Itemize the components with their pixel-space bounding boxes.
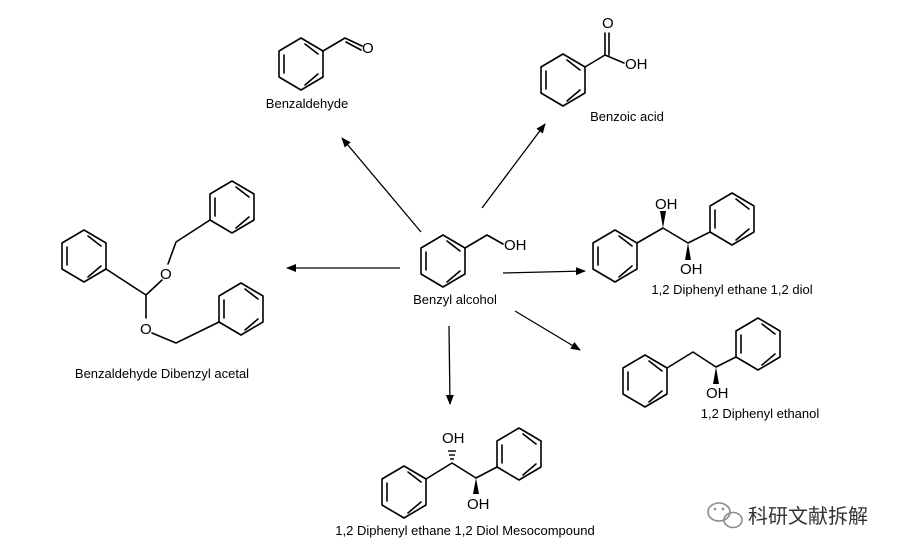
meso-hydroxyl-atom-2: OH [467, 496, 490, 513]
diol-hydroxyl-atom-1: OH [655, 196, 678, 213]
acetal-oxygen-atom-1: O [160, 266, 172, 283]
benzoic-acid-structure: O OH [540, 15, 648, 107]
meso-wedge-bond [473, 478, 479, 494]
meso-diol-label: 1,2 Diphenyl ethane 1,2 Diol Mesocompoun… [335, 523, 594, 538]
benzyl-alcohol-label: Benzyl alcohol [413, 292, 497, 307]
benzaldehyde-label: Benzaldehyde [266, 96, 348, 111]
diol-hydroxyl-atom-2: OH [680, 261, 703, 278]
arrow-to-benzoic-acid [481, 123, 546, 209]
acetal-oxygen-atom-2: O [140, 321, 152, 338]
wechat-icon [707, 502, 743, 529]
dibenzyl-acetal-label: Benzaldehyde Dibenzyl acetal [75, 366, 249, 381]
ethanol-wedge-bond [713, 367, 719, 384]
arrow-to-diphenyl-diol [502, 267, 586, 276]
diol-wedge-bond-1 [660, 211, 666, 228]
meso-diol-structure: OH OH [381, 427, 542, 519]
ethanol-hydroxyl-atom: OH [706, 385, 729, 402]
benzoic-acid-label: Benzoic acid [590, 109, 664, 124]
diphenyl-ethanol-structure: OH [622, 317, 781, 408]
benzaldehyde-structure: O [278, 37, 374, 91]
meso-hydroxyl-atom-1: OH [442, 430, 465, 447]
benzyl-alcohol-hydroxyl-atom: OH [504, 237, 527, 254]
benzoic-acid-oxygen-atom: O [602, 15, 614, 32]
benzaldehyde-oxygen-atom: O [362, 40, 374, 57]
benzyl-alcohol-structure: OH [420, 234, 527, 288]
diphenyl-diol-label: 1,2 Diphenyl ethane 1,2 diol [651, 282, 812, 297]
dibenzyl-acetal-structure: O O [61, 180, 264, 344]
watermark: 科研文献拆解 [707, 502, 868, 529]
diphenyl-diol-structure: OH OH [592, 192, 755, 283]
diphenyl-ethanol-label: 1,2 Diphenyl ethanol [701, 406, 820, 421]
arrow-to-benzaldehyde [341, 137, 422, 233]
arrow-to-diphenyl-ethanol [514, 310, 581, 351]
watermark-text: 科研文献拆解 [748, 504, 868, 528]
diol-wedge-bond-2 [685, 243, 691, 260]
arrow-to-meso-diol [445, 325, 454, 405]
meso-hashed-bond [448, 450, 456, 460]
benzoic-acid-hydroxyl-atom: OH [625, 56, 648, 73]
